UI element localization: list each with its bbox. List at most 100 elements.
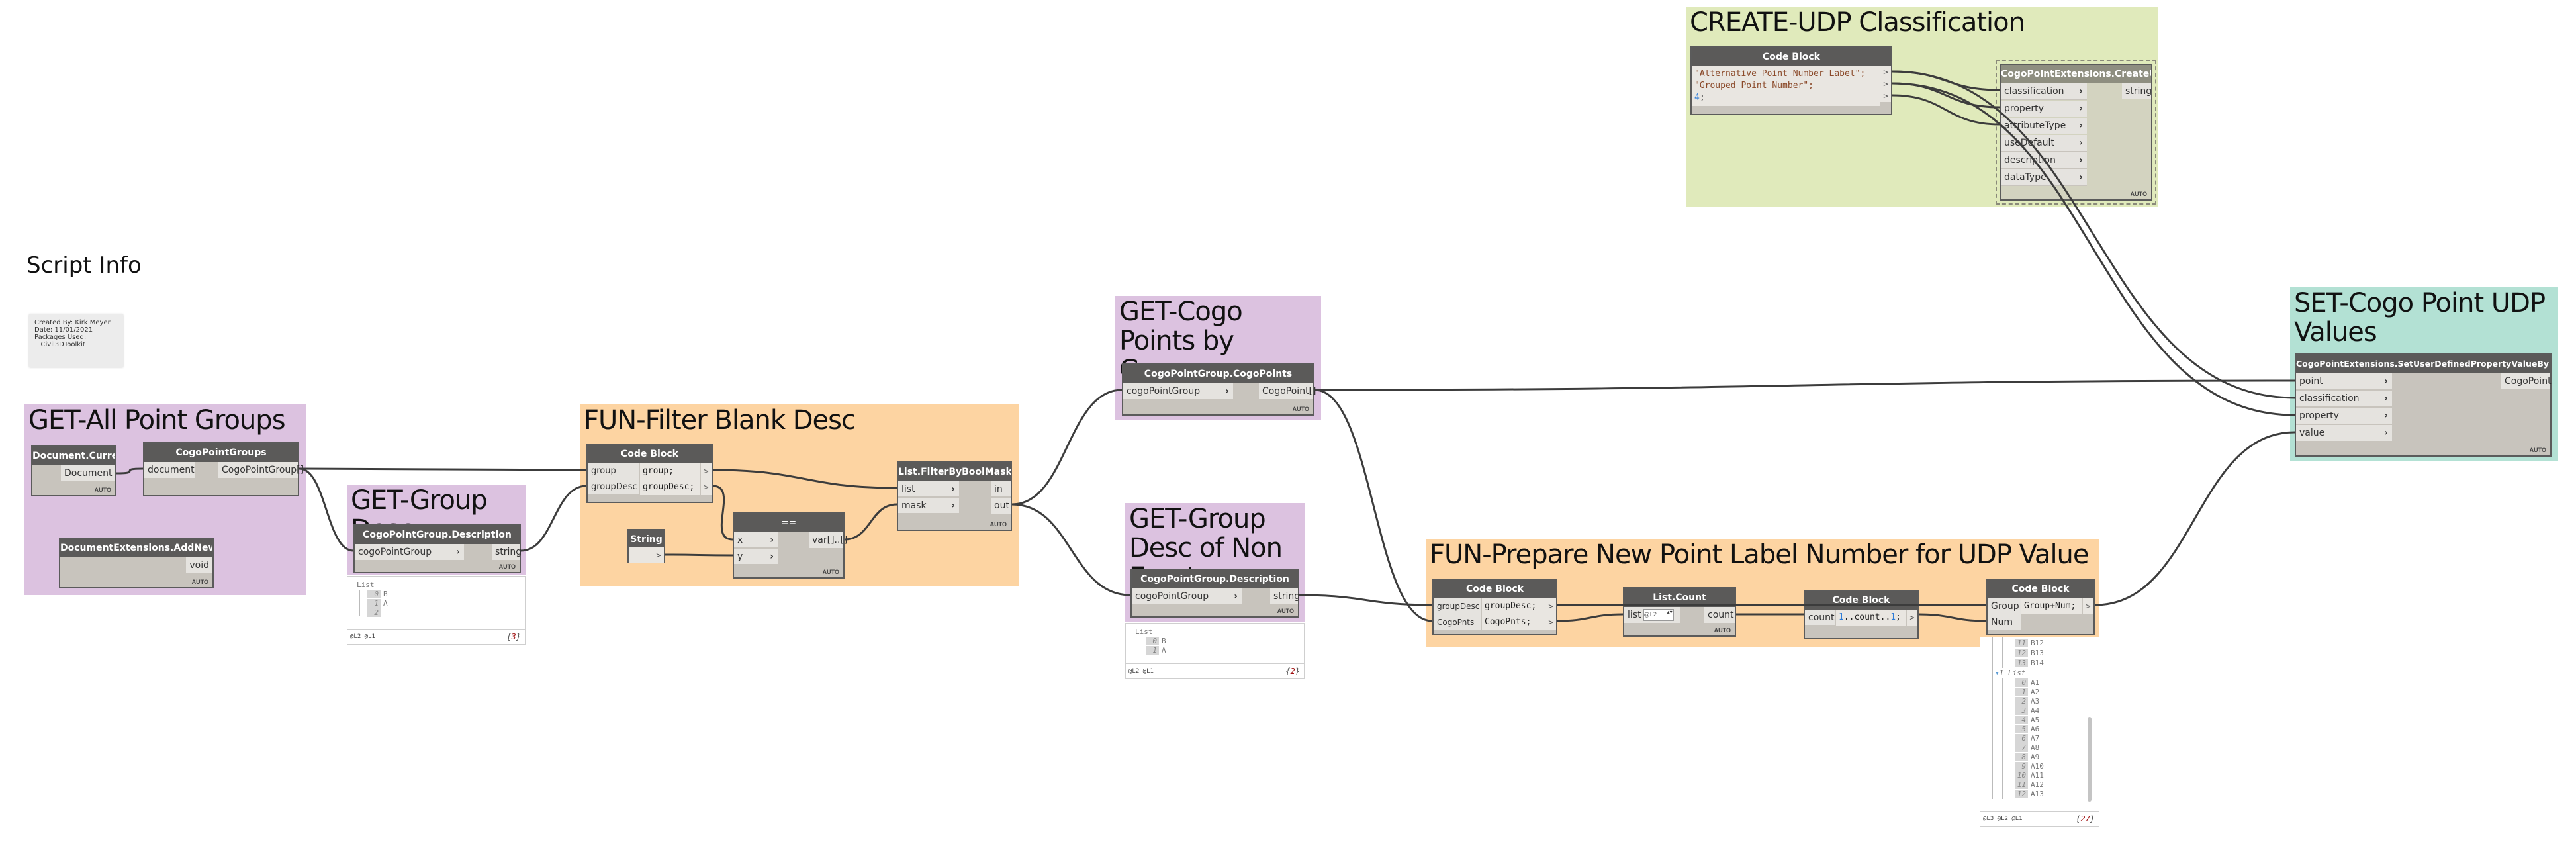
- expand-triangle-icon[interactable]: ▾: [1995, 669, 2000, 677]
- output-port[interactable]: >: [700, 479, 712, 495]
- input-port-property[interactable]: property›: [2001, 101, 2087, 117]
- output-port[interactable]: >: [653, 547, 664, 563]
- input-port-groupdesc[interactable]: groupDesc: [588, 479, 639, 495]
- input-port-group[interactable]: Group: [1988, 598, 2021, 614]
- output-port-string[interactable]: string: [2122, 83, 2152, 99]
- input-port-document[interactable]: document: [144, 462, 195, 478]
- input-port-description[interactable]: description›: [2001, 152, 2087, 169]
- lacing-label: AUTO: [989, 521, 1007, 528]
- string-input[interactable]: [629, 547, 653, 563]
- output-port-cogopointgroup[interactable]: CogoPointGroup[]: [218, 462, 304, 478]
- lacing-label: AUTO: [1277, 608, 1294, 614]
- node-filter-code-block[interactable]: Code Block group groupDesc group; groupD…: [586, 444, 713, 503]
- input-port-classification[interactable]: classification›: [2296, 391, 2392, 407]
- code-line[interactable]: CogoPnts;: [1481, 614, 1545, 630]
- wire-concat-to-value[interactable]: [2094, 431, 2295, 606]
- output-port-string[interactable]: string: [492, 544, 522, 560]
- watch-scrollbar[interactable]: [2088, 717, 2092, 802]
- node-group-description-2[interactable]: CogoPointGroup.Description cogoPointGrou…: [1130, 569, 1300, 618]
- output-port[interactable]: >: [700, 463, 712, 479]
- node-list-count[interactable]: List.Count list@L2 count AUTO: [1623, 587, 1736, 637]
- lacing-label: AUTO: [822, 569, 839, 575]
- wire-desc2-to-prep[interactable]: [1299, 594, 1433, 606]
- wire-desc-to-codeblock[interactable]: [520, 485, 587, 552]
- code-line[interactable]: groupDesc;: [1481, 598, 1545, 614]
- code-line[interactable]: groupDesc;: [639, 479, 701, 495]
- node-equals[interactable]: == x› y› var[]..[] AUTO: [733, 512, 847, 579]
- node-cogo-point-groups[interactable]: CogoPointGroups document CogoPointGroup[…: [143, 442, 304, 496]
- output-port-string[interactable]: string: [1270, 588, 1300, 604]
- output-port-cogopoint[interactable]: CogoPoint: [2501, 373, 2552, 389]
- output-port[interactable]: >: [1880, 66, 1891, 78]
- output-port-var[interactable]: var[]..[]: [809, 532, 847, 548]
- output-port[interactable]: >: [1880, 90, 1891, 102]
- output-port-document[interactable]: Document: [61, 465, 115, 481]
- port-label: value: [2299, 428, 2325, 438]
- watch-sublist-header[interactable]: ▾1 List: [1995, 669, 2026, 677]
- node-add-new-types[interactable]: DocumentExtensions.AddNewTypes void AUTO: [59, 538, 214, 588]
- node-string[interactable]: String >: [627, 529, 665, 563]
- chevron-right-icon: ›: [2079, 120, 2083, 131]
- input-port-datatype[interactable]: dataType›: [2001, 169, 2087, 186]
- input-port-property[interactable]: property›: [2296, 408, 2392, 424]
- node-udp-code-block[interactable]: Code Block "Alternative Point Number Lab…: [1690, 46, 1892, 115]
- port-label: cogoPointGroup: [358, 547, 432, 557]
- wire-out-to-cogopoints[interactable]: [1011, 389, 1123, 506]
- group-title: FUN-Prepare New Point Label Number for U…: [1430, 539, 2090, 570]
- wire-groups-to-desc[interactable]: [299, 467, 354, 552]
- input-port-groupdesc[interactable]: groupDesc: [1434, 598, 1481, 614]
- output-port[interactable]: >: [1545, 614, 1556, 630]
- output-port-void[interactable]: void: [186, 557, 212, 573]
- wire-cogopoints-to-setpoint[interactable]: [1314, 379, 2295, 391]
- node-group-description[interactable]: CogoPointGroup.Description cogoPointGrou…: [353, 524, 522, 573]
- node-filter-by-bool-mask[interactable]: List.FilterByBoolMask list› mask› in out…: [897, 461, 1012, 531]
- code-line[interactable]: 4;: [1692, 90, 1880, 106]
- output-port[interactable]: >: [1880, 78, 1891, 90]
- output-port[interactable]: >: [1906, 610, 1917, 626]
- input-port-num[interactable]: Num: [1988, 614, 2021, 630]
- input-port-cogopointgroup[interactable]: cogoPointGroup›: [355, 544, 464, 560]
- input-port-group[interactable]: group: [588, 463, 639, 479]
- input-port-attributetype[interactable]: attributeType›: [2001, 118, 2087, 134]
- output-port-out[interactable]: out: [991, 498, 1011, 514]
- input-port-usedefault[interactable]: useDefault›: [2001, 135, 2087, 152]
- node-range-code-block[interactable]: Code Block count 1..count..1; >: [1804, 590, 1919, 639]
- node-concat-code-block[interactable]: Code Block Group Num Group+Num; >: [1986, 579, 2095, 635]
- wire-out-to-desc2[interactable]: [1011, 503, 1131, 596]
- node-title: CogoPointGroup.CogoPoints: [1123, 365, 1313, 383]
- output-port-count[interactable]: count: [1704, 607, 1735, 623]
- wire-groups-to-codeblock[interactable]: [299, 467, 587, 471]
- code-line[interactable]: Group+Num;: [2021, 598, 2083, 614]
- input-port-cogopointgroup[interactable]: cogoPointGroup›: [1132, 588, 1242, 604]
- input-port-cogopointgroup[interactable]: cogoPointGroup›: [1123, 383, 1233, 399]
- node-set-udp-value[interactable]: CogoPointExtensions.SetUserDefinedProper…: [2295, 353, 2552, 457]
- input-port-y[interactable]: y›: [734, 549, 778, 565]
- input-port-point[interactable]: point›: [2296, 373, 2392, 390]
- node-document-current[interactable]: Document.Current Document AUTO: [31, 445, 116, 496]
- code-line[interactable]: group;: [639, 463, 701, 479]
- node-create-udp[interactable]: CogoPointExtensions.CreateUDP classifica…: [2000, 64, 2152, 201]
- wire-cogopoints-to-prep[interactable]: [1314, 389, 1433, 622]
- input-port-cogopnts[interactable]: CogoPnts: [1434, 614, 1481, 630]
- output-port[interactable]: >: [1545, 598, 1556, 614]
- node-prep-code-block[interactable]: Code Block groupDesc CogoPnts groupDesc;…: [1432, 579, 1557, 635]
- input-port-count[interactable]: count: [1805, 610, 1835, 626]
- list-level-spinner[interactable]: @L2: [1643, 609, 1674, 621]
- script-info-note[interactable]: Created By: Kirk Meyer Date: 11/01/2021 …: [29, 314, 123, 367]
- output-port-cogopoint[interactable]: CogoPoint[]: [1259, 383, 1316, 399]
- output-port[interactable]: >: [2082, 598, 2093, 614]
- input-port-x[interactable]: x›: [734, 532, 778, 548]
- input-port-list[interactable]: list›: [898, 481, 959, 497]
- input-port-value[interactable]: value›: [2296, 425, 2392, 442]
- code-line[interactable]: 1..count..1;: [1835, 610, 1907, 626]
- input-port-list[interactable]: list@L2: [1624, 607, 1680, 623]
- input-port-mask[interactable]: mask›: [898, 498, 959, 514]
- output-port-in[interactable]: in: [991, 481, 1011, 497]
- node-cogo-points[interactable]: CogoPointGroup.CogoPoints cogoPointGroup…: [1122, 363, 1316, 416]
- lacing-label: AUTO: [191, 579, 208, 585]
- input-port-classification[interactable]: classification›: [2001, 83, 2087, 100]
